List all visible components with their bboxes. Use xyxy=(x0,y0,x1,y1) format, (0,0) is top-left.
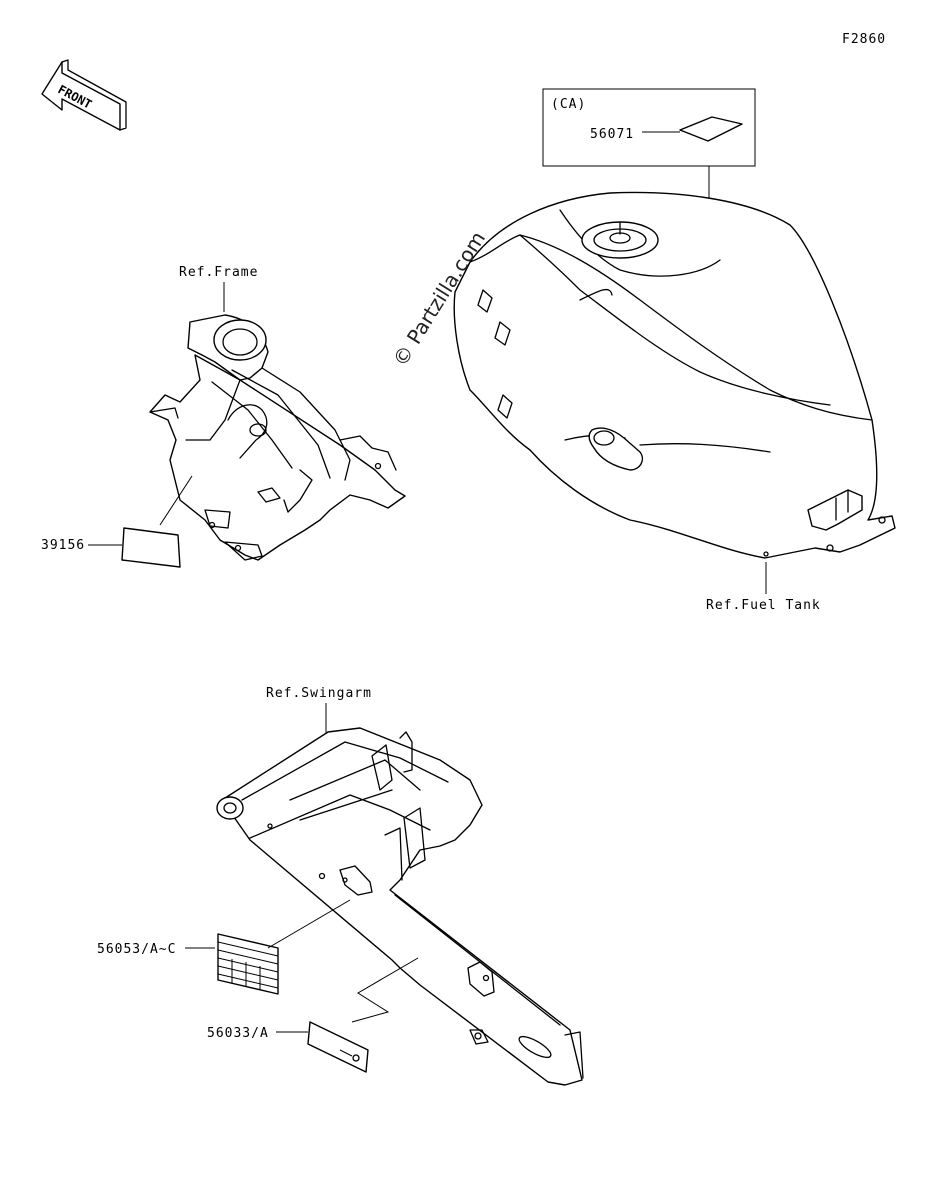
part-number-56053: 56053/A~C xyxy=(97,942,176,957)
frame-label-part xyxy=(121,527,181,568)
ref-swingarm-label: Ref.Swingarm xyxy=(266,686,372,701)
ref-frame-label: Ref.Frame xyxy=(179,265,258,280)
swingarm-label-small-part xyxy=(307,1021,369,1073)
part-number-39156: 39156 xyxy=(41,538,85,553)
swingarm-drawing xyxy=(216,727,584,1086)
part-number-56033: 56033/A xyxy=(207,1026,269,1041)
swingarm-label-grid-part xyxy=(217,933,279,995)
front-direction-arrow-icon: FRONT xyxy=(41,59,127,131)
part-number-56071: 56071 xyxy=(590,127,634,142)
figure-code: F2860 xyxy=(842,32,886,47)
fuel-tank-drawing xyxy=(453,191,896,594)
ca-variant-tag: (CA) xyxy=(551,97,586,112)
caution-label-part xyxy=(679,116,743,142)
ref-fuel-tank-label: Ref.Fuel Tank xyxy=(706,598,821,613)
frame-drawing xyxy=(149,314,406,561)
